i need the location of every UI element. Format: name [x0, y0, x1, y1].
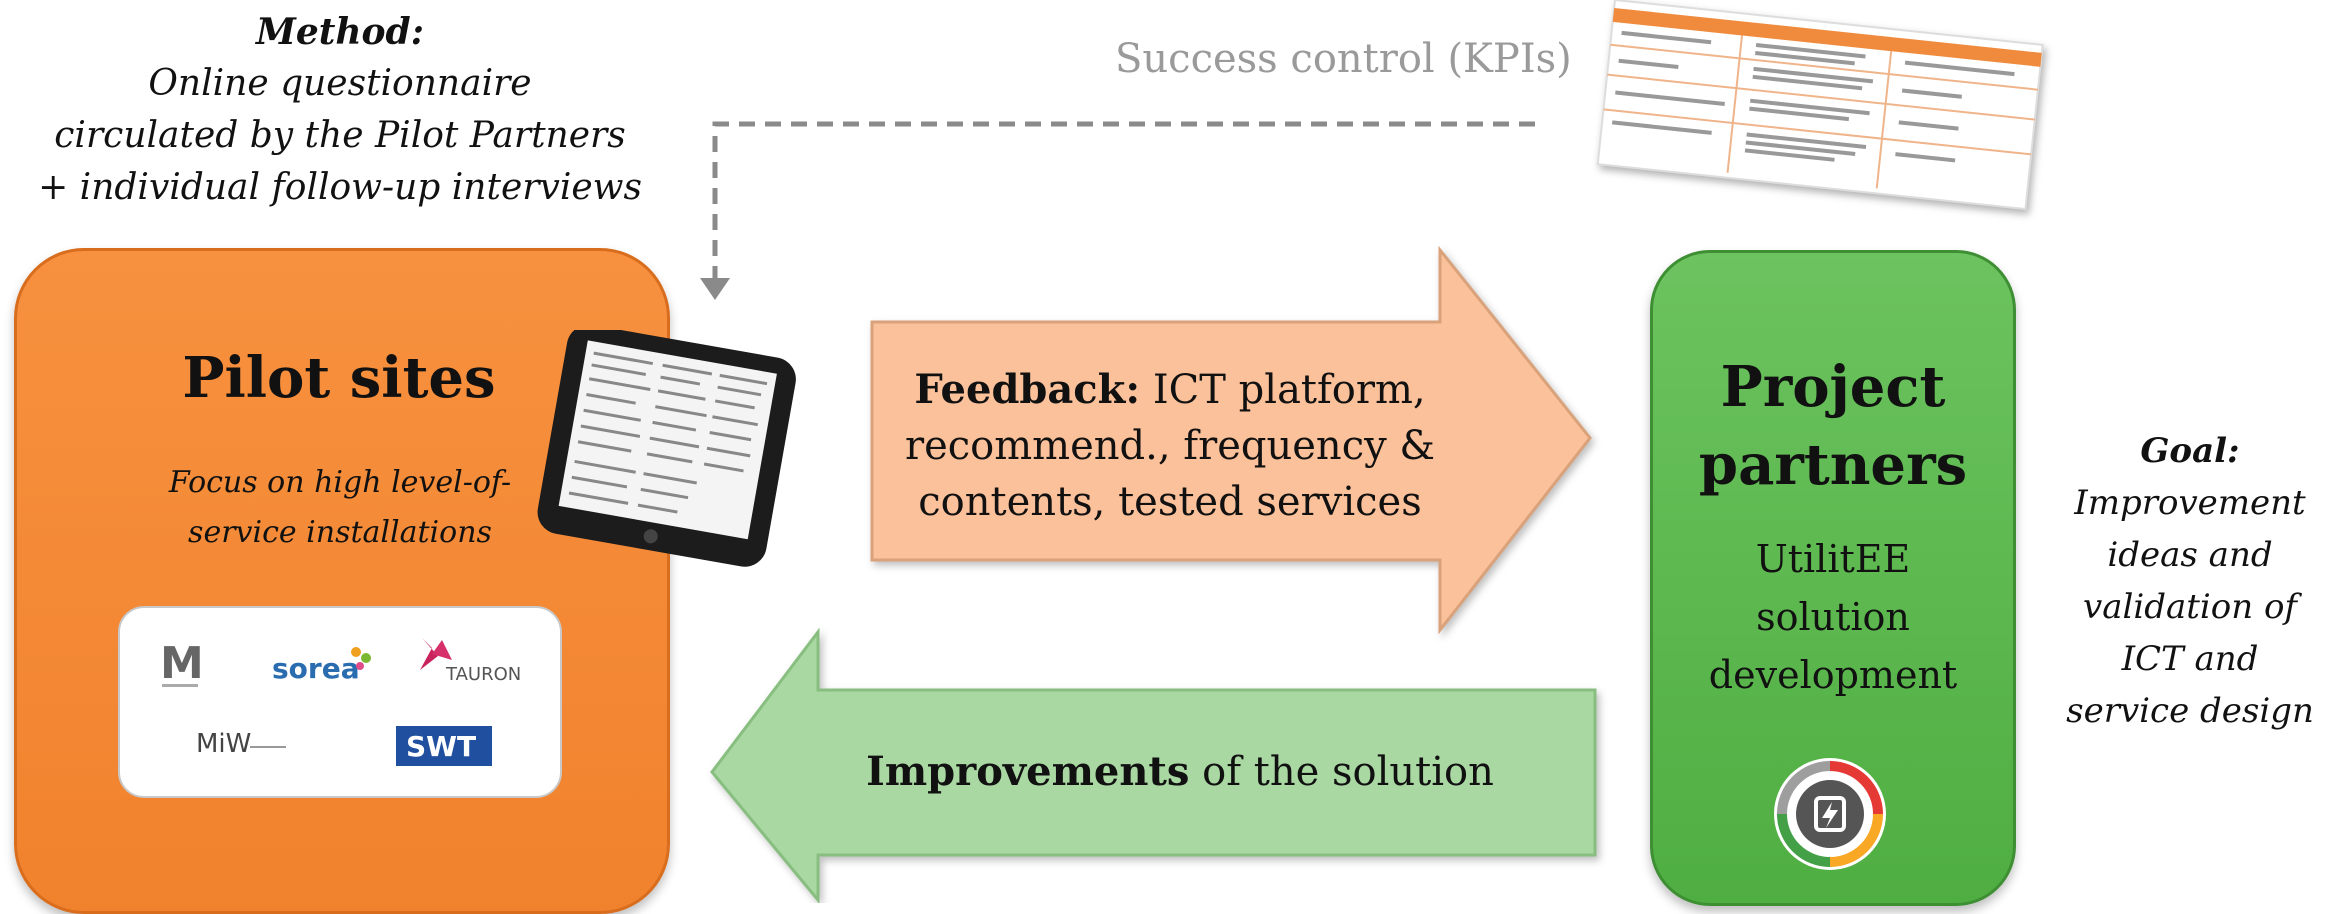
dashed-arrowhead	[700, 278, 730, 300]
method-line: Online questionnaire	[148, 63, 532, 104]
success-control-label: Success control (KPIs)	[1115, 36, 1572, 82]
improvements-text: Improvements of the solution	[850, 748, 1510, 795]
feedback-line: contents, tested services	[918, 479, 1422, 525]
improvements-label: Improvements	[866, 748, 1190, 795]
feedback-line: recommend., frequency &	[904, 423, 1436, 469]
swt-logo: SWT	[396, 726, 492, 766]
method-line: circulated by the Pilot Partners	[54, 115, 626, 156]
svg-text:TAURON: TAURON	[445, 664, 521, 685]
pilot-title: Pilot sites	[182, 345, 496, 411]
tauron-logo: TAURON	[420, 638, 521, 685]
svg-text:SWT: SWT	[406, 730, 476, 763]
svg-text:sorea: sorea	[272, 652, 360, 685]
pilot-subtitle-line: service installations	[188, 515, 492, 550]
feedback-text: Feedback: ICT platform, recommend., freq…	[900, 362, 1440, 530]
partner-logos: M sorea TAURON MiW SWT	[160, 638, 521, 766]
project-subtitle-line: development	[1708, 653, 1958, 697]
pilot-subtitle-line: Focus on high level-of-	[168, 465, 512, 500]
feedback-arrow	[870, 245, 1592, 635]
goal-line: ICT and	[2121, 639, 2259, 679]
method-line: + individual follow-up interviews	[38, 167, 642, 208]
project-subtitle-line: UtilitEE	[1755, 537, 1911, 581]
project-title-line: Project	[1720, 354, 1946, 420]
goal-label: Goal:	[2140, 431, 2240, 471]
partner-logo-panel: M sorea TAURON MiW SWT	[118, 606, 562, 798]
miw-logo: MiW	[196, 729, 286, 759]
goal-line: validation of	[2082, 587, 2298, 627]
project-subtitle-line: solution	[1756, 595, 1910, 639]
pilot-subtitle: Focus on high level-of- service installa…	[150, 458, 530, 558]
goal-text: Goal: Improvement ideas and validation o…	[2065, 425, 2315, 737]
svg-text:MiW: MiW	[196, 729, 251, 759]
improvements-rest: of the solution	[1189, 749, 1494, 795]
feedback-label: Feedback:	[914, 366, 1141, 413]
goal-line: Improvement	[2074, 483, 2306, 523]
feedback-text-first-line: ICT platform,	[1140, 367, 1426, 413]
project-title-line: partners	[1698, 432, 1968, 498]
method-label: Method:	[255, 11, 425, 53]
goal-line: ideas and	[2107, 535, 2273, 575]
svg-text:M: M	[160, 638, 204, 689]
dashed-line	[712, 121, 1535, 282]
tablet-image	[537, 330, 796, 567]
project-title: Project partners	[1650, 348, 2016, 504]
project-subtitle: UtilitEE solution development	[1650, 530, 2016, 704]
method-text: Method: Online questionnaire circulated …	[30, 6, 650, 214]
m-logo: M	[160, 638, 204, 689]
sorea-logo: sorea	[272, 647, 371, 685]
improvements-arrow	[710, 627, 1597, 903]
utilitee-logo-icon	[1774, 758, 1886, 870]
pilot-sites-box	[14, 248, 670, 914]
kpi-document-image	[1596, 0, 2044, 211]
goal-line: service design	[2066, 691, 2314, 731]
